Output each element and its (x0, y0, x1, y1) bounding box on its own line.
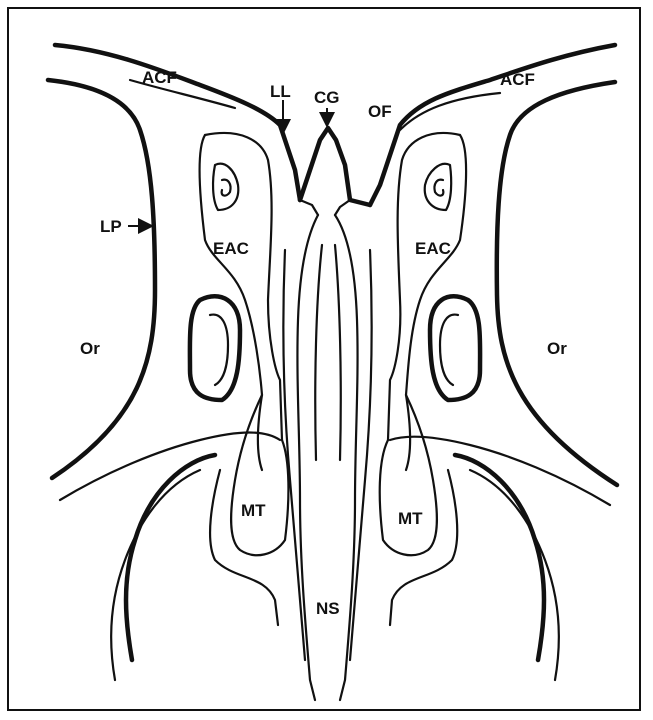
cribriform-left (300, 200, 318, 215)
eac-left-cell (213, 164, 238, 210)
eac-left-curl (222, 180, 231, 196)
ethmoid-right-outer (388, 133, 460, 440)
label-cg: CG (314, 88, 340, 107)
label-or-right: Or (547, 339, 567, 358)
cribriform-right (335, 200, 350, 215)
label-eac-right: EAC (415, 239, 451, 258)
skull-base-left-upper (55, 45, 300, 200)
label-ll: LL (270, 82, 291, 101)
nasal-cavity-right-wall (350, 250, 372, 660)
label-mt-right: MT (398, 509, 423, 528)
label-lp: LP (100, 217, 122, 236)
label-or-left: Or (80, 339, 100, 358)
ethmoid-right-bulla (430, 296, 480, 400)
label-acf-right: ACF (500, 70, 535, 89)
ethmoid-left-bulla-inner (210, 315, 228, 385)
middle-turbinate-left-outer (210, 470, 278, 625)
label-eac-left: EAC (213, 239, 249, 258)
ethmoid-left-outer (205, 133, 282, 440)
label-mt-left: MT (241, 501, 266, 520)
lateral-wall-right (470, 470, 559, 680)
inferior-turbinate-right (455, 455, 544, 660)
septum-inner-left (315, 245, 322, 460)
label-of: OF (368, 102, 392, 121)
eac-right-curl (434, 180, 443, 196)
inferior-turbinate-left (126, 455, 215, 660)
skull-base-right-lower (497, 82, 617, 485)
eac-right-cell (425, 164, 451, 210)
orbit-right-floor (390, 437, 610, 505)
label-acf-left: ACF (142, 68, 177, 87)
crista-galli (300, 128, 370, 205)
septum-inner-right (335, 245, 341, 460)
lateral-wall-left (111, 470, 200, 680)
middle-turbinate-right-outer (390, 470, 457, 625)
ethmoid-right-bulla-inner (440, 315, 458, 385)
label-ns: NS (316, 599, 340, 618)
skull-base-left-lower (48, 80, 155, 478)
